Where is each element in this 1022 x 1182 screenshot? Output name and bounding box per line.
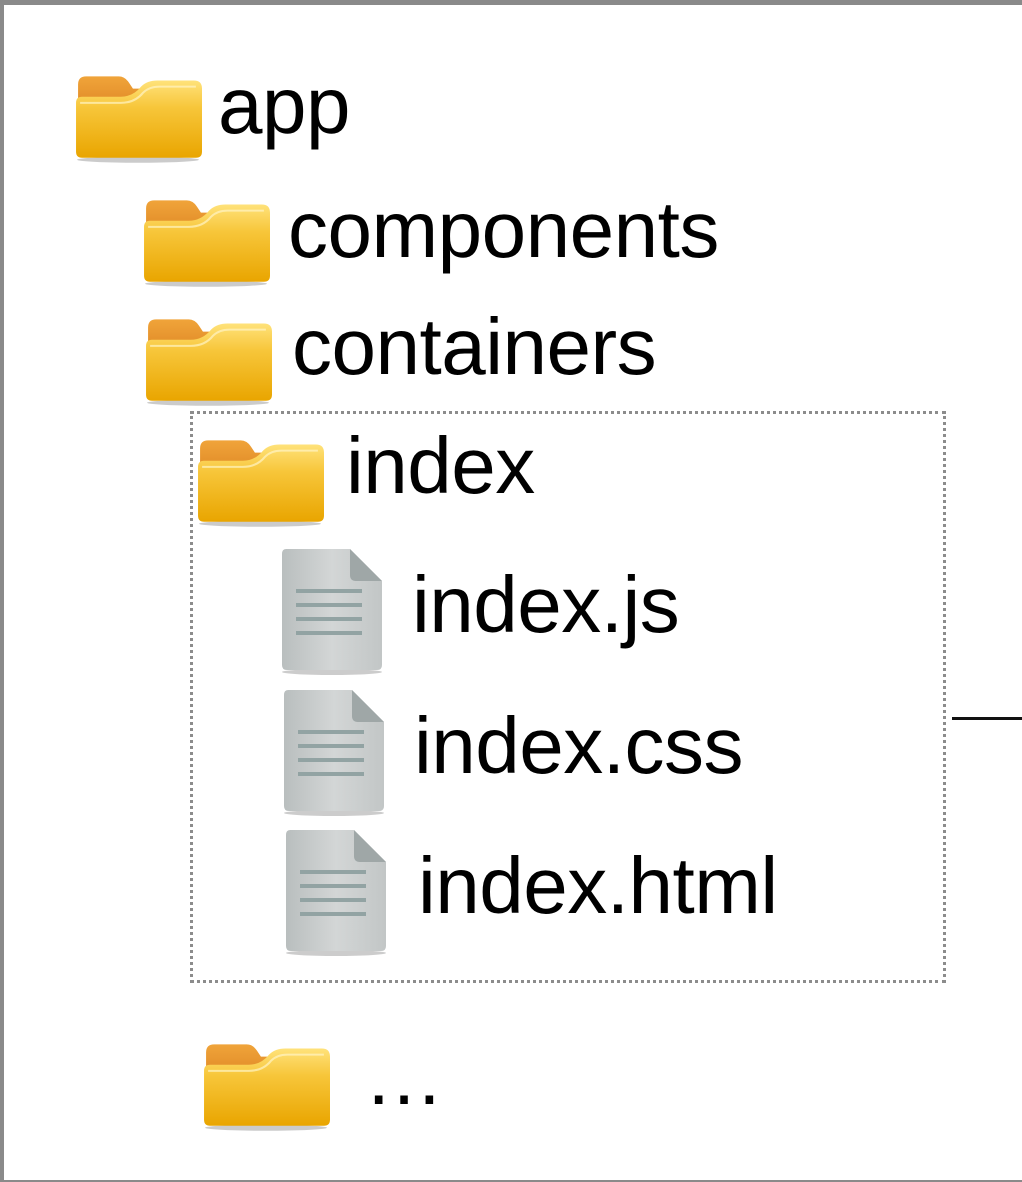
tree-item-file[interactable]: index.html (284, 826, 778, 956)
folder-icon (142, 186, 270, 288)
tree-item-file[interactable]: index.css (282, 686, 743, 816)
tree-item-app[interactable]: app (74, 62, 350, 164)
file-icon (282, 686, 386, 816)
folder-icon (74, 62, 202, 164)
tree-item-containers[interactable]: containers (144, 302, 657, 407)
tree-item-label: components (288, 185, 719, 274)
tree-item-label: containers (292, 302, 657, 391)
tree-item-label: index.js (412, 560, 680, 649)
folder-icon (196, 426, 324, 528)
tree-item-label: app (218, 61, 350, 150)
tree-item-file[interactable]: index.js (280, 545, 680, 675)
tree-item-label: index.html (418, 841, 778, 930)
tree-item-components[interactable]: components (142, 186, 719, 288)
folder-icon (144, 305, 272, 407)
connector-line (952, 717, 1022, 720)
tree-item-more[interactable]: … (202, 1030, 444, 1132)
tree-item-label: index.css (414, 701, 743, 790)
file-icon (280, 545, 384, 675)
index-folder-highlight-box (190, 411, 946, 983)
tree-item-label: index (346, 421, 535, 510)
tree-item-label: … (364, 1032, 444, 1121)
folder-icon (202, 1030, 330, 1132)
file-icon (284, 826, 388, 956)
tree-item-index-folder[interactable]: index (196, 426, 535, 528)
